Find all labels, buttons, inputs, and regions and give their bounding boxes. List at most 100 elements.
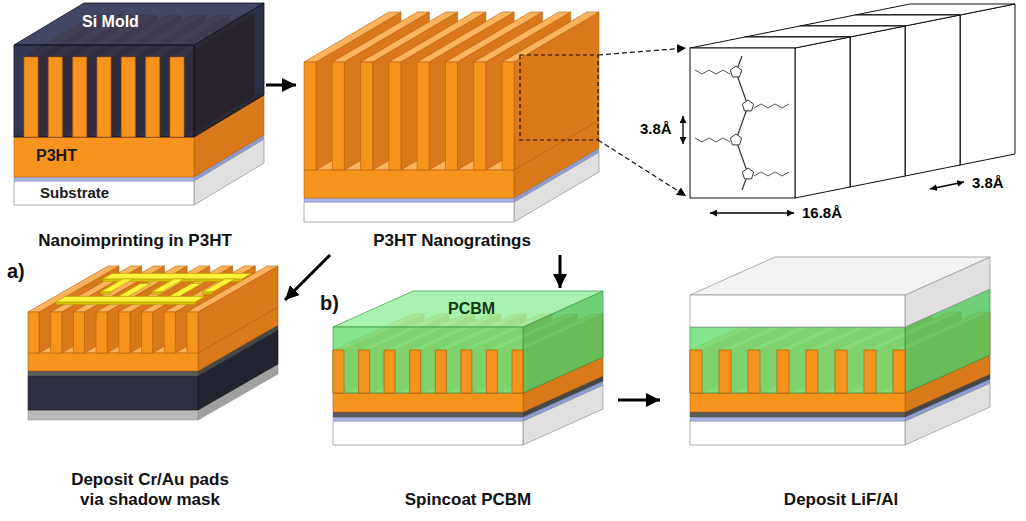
grating-fin-front — [474, 62, 486, 170]
grating-fin-top — [187, 266, 278, 312]
side-chain — [695, 138, 730, 142]
cr-au-pad — [101, 279, 134, 292]
grating-fin-front — [187, 312, 198, 353]
layer-label: PCBM — [448, 300, 495, 318]
electrode-layer-front — [14, 177, 194, 181]
ito-layer-front — [690, 417, 905, 421]
grating-fin-front — [410, 350, 421, 393]
substrate-front — [333, 421, 523, 445]
si-mold-front — [14, 45, 194, 137]
fin-cross-section — [48, 57, 62, 137]
lif-al-cathode-top — [690, 257, 990, 295]
p3ht-film-front — [690, 393, 905, 412]
fin-cross-section — [512, 350, 523, 393]
p3ht-film-front — [333, 393, 523, 412]
cr-au-pad — [203, 279, 236, 292]
fin-cross-section — [73, 57, 87, 137]
pcbm-layer-top — [333, 291, 603, 327]
side-chain — [754, 104, 789, 108]
selection-box — [520, 55, 598, 140]
pcbm-illustration — [333, 291, 603, 445]
nanograting-illustration — [304, 12, 599, 222]
lattice-top — [690, 37, 850, 48]
grating-fin-front — [359, 350, 370, 393]
grating-fin-front — [864, 350, 876, 393]
grating-fin-front — [384, 350, 395, 393]
electrode-layer-front — [304, 198, 514, 202]
panel-caption: Deposit LiF/Al — [671, 490, 1011, 510]
fin-cross-section — [333, 350, 344, 393]
pad-edge — [101, 292, 111, 295]
p3ht-film-front — [28, 353, 198, 371]
fin-cross-section — [359, 350, 370, 393]
lattice-front — [690, 48, 795, 198]
thiophene-ring — [730, 66, 741, 77]
zoom-leader — [598, 140, 686, 196]
grating-fin-front — [24, 57, 38, 137]
lattice-top — [800, 15, 960, 26]
zoom-leader — [598, 48, 686, 55]
grating-fin-front — [690, 350, 702, 393]
p3ht-film-front — [14, 137, 194, 177]
layer-label: P3HT — [36, 147, 77, 165]
grating-fin-front — [28, 312, 39, 353]
pedot-layer-front — [333, 412, 523, 417]
flow-arrow — [559, 255, 562, 288]
fin-cross-section — [835, 350, 847, 393]
silicon-wafer-front — [28, 376, 198, 410]
grating-fin-front — [142, 312, 153, 353]
layer-label: Si Mold — [82, 13, 139, 31]
substrate-front — [304, 202, 514, 222]
figure-panel: a)Deposit Cr/Au pads via shadow mask — [15, 288, 285, 514]
cr-au-pad — [56, 296, 205, 302]
grating-fin-front — [332, 62, 344, 170]
grating-fin-front — [435, 350, 446, 393]
panel-caption: Nanoimprinting in P3HT — [10, 231, 260, 251]
pcbm-layer-front — [690, 327, 905, 393]
lattice-side — [905, 15, 960, 176]
lif-al-cathode-front — [690, 295, 905, 327]
grating-fin-front — [502, 62, 514, 170]
grating-fin-front — [748, 350, 760, 393]
pad-edge — [152, 292, 162, 295]
fin-cross-section — [97, 57, 111, 137]
oxide-layer-front — [28, 371, 198, 376]
grating-fin-front — [417, 62, 429, 170]
grating-fin-front — [445, 62, 457, 170]
nanoimprint-illustration — [14, 3, 264, 205]
grating-fin-front — [304, 62, 316, 170]
fin-cross-section — [864, 350, 876, 393]
fin-cross-section — [121, 57, 135, 137]
side-chain — [695, 70, 730, 74]
fin-cross-section — [748, 350, 760, 393]
fin-cross-section — [384, 350, 395, 393]
lattice-side — [960, 4, 1015, 165]
pad-edge — [56, 302, 195, 305]
fin-cross-section — [806, 350, 818, 393]
layer-label: Substrate — [40, 184, 109, 202]
annotations — [598, 48, 964, 213]
fin-cross-section — [893, 350, 905, 393]
panel-letter: b) — [320, 292, 339, 314]
flow-arrow — [266, 84, 296, 87]
side-chain — [754, 172, 789, 176]
grating-fin-front — [389, 62, 401, 170]
grating-fin-front — [719, 350, 731, 393]
fin-cross-section — [435, 350, 446, 393]
grating-fin-front — [361, 62, 373, 170]
grating-fin-front — [146, 57, 160, 137]
back-contact-front — [28, 410, 198, 420]
grating-fin-front — [170, 57, 184, 137]
grating-fin-front — [96, 312, 107, 353]
panel-caption: Spincoat PCBM — [328, 490, 608, 510]
grating-fin-front — [333, 350, 344, 393]
dimension-label: 16.8Å — [802, 204, 842, 222]
panel-letter: a) — [7, 260, 25, 282]
pcbm-layer-front — [333, 327, 523, 393]
cr-au-pad — [103, 273, 252, 279]
ito-layer-front — [333, 417, 523, 421]
lattice-top — [745, 26, 905, 37]
fin-cross-section — [410, 350, 421, 393]
